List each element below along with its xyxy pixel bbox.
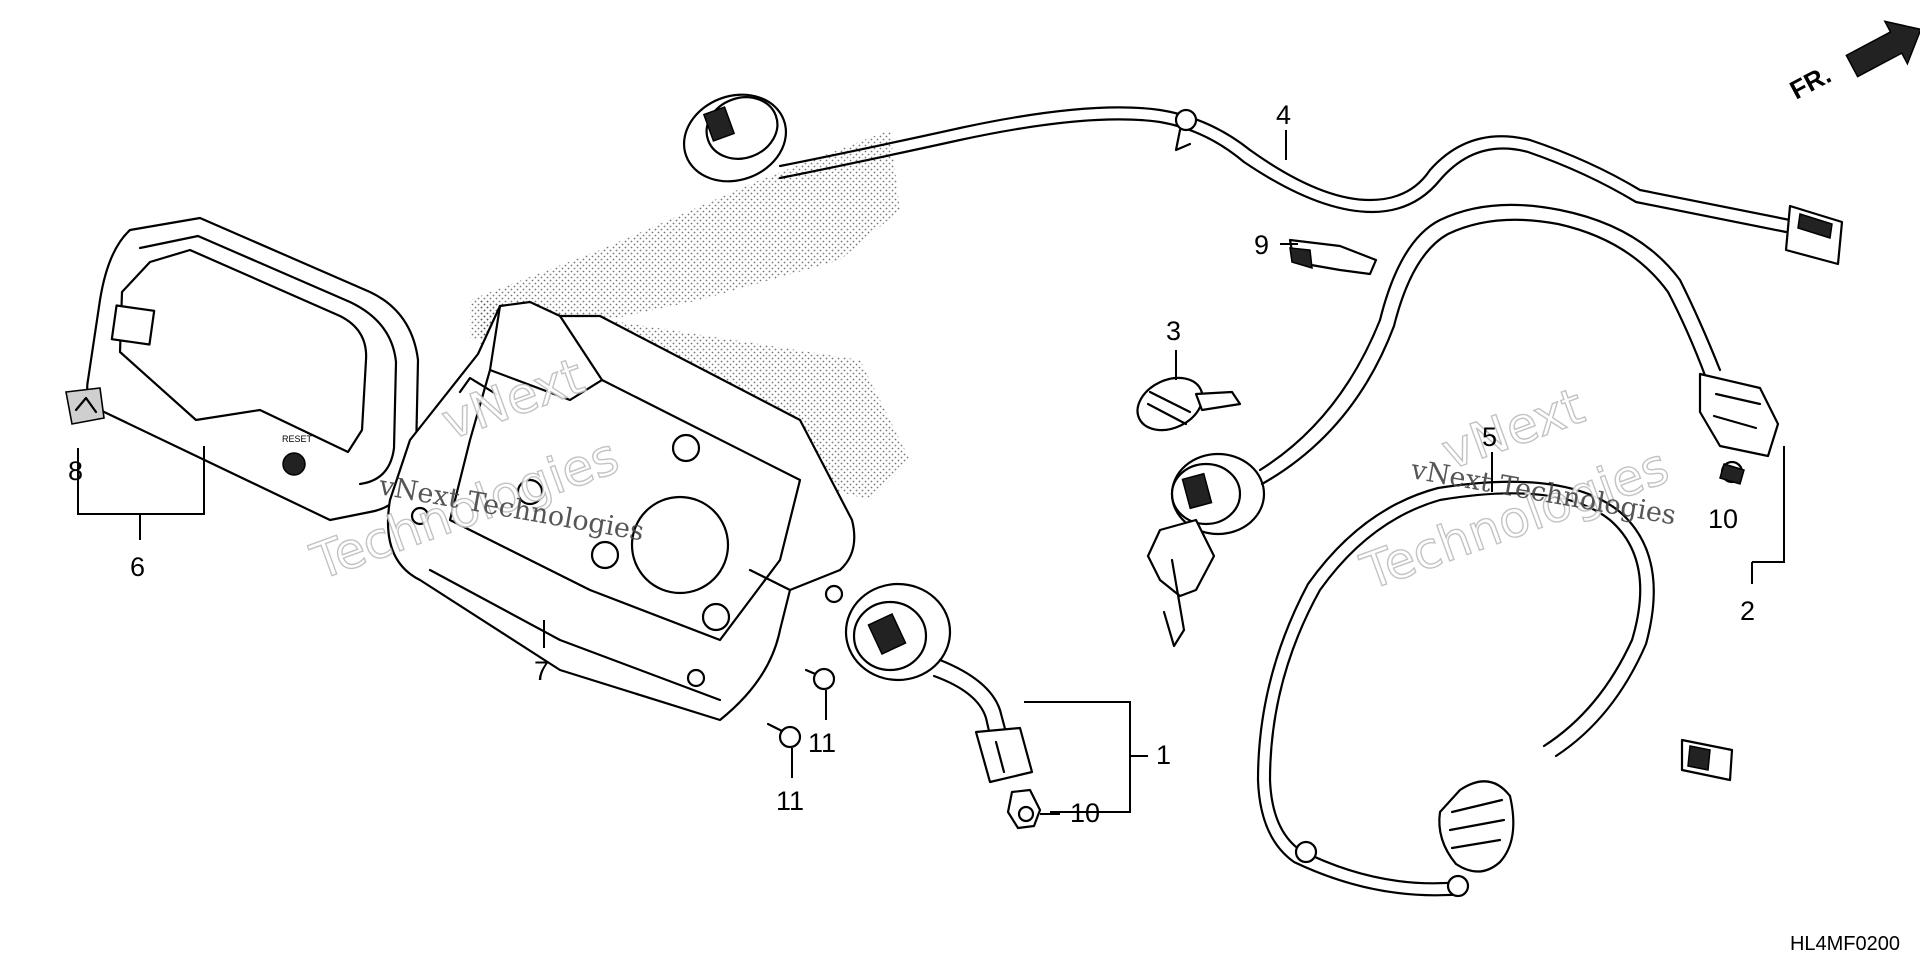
screw-upper[interactable] <box>804 667 836 691</box>
callout-10-lower: 10 <box>1070 798 1100 828</box>
callout-6: 6 <box>130 552 145 582</box>
harness-clip[interactable] <box>1288 238 1378 276</box>
callout-10-upper: 10 <box>1708 504 1738 534</box>
leader-lines <box>77 130 1785 815</box>
socket-harness-upper[interactable] <box>672 81 1844 266</box>
callout-9: 9 <box>1254 230 1269 260</box>
callout-5: 5 <box>1482 422 1497 452</box>
emblem-badge[interactable] <box>65 387 105 425</box>
callout-2: 2 <box>1740 596 1755 626</box>
front-direction-label: FR. <box>1785 59 1836 105</box>
callout-1: 1 <box>1156 740 1171 770</box>
front-direction-arrow: FR. <box>1785 20 1920 105</box>
socket-harness-lower[interactable] <box>844 582 1042 830</box>
meter-cover[interactable] <box>386 300 856 722</box>
callout-8: 8 <box>68 456 83 486</box>
watermark-right: vNext Technologies vNext Technologies <box>1353 376 1679 602</box>
ignition-key-cap[interactable] <box>1129 368 1242 440</box>
callout-labels: 1 2 3 4 5 6 7 8 9 10 10 11 11 <box>68 100 1755 828</box>
callout-3: 3 <box>1166 316 1181 346</box>
callout-7: 7 <box>534 656 549 686</box>
lower-harness[interactable] <box>1256 480 1734 898</box>
svg-text:RESET: RESET <box>282 434 313 444</box>
screw-lower[interactable] <box>766 722 802 749</box>
callout-11-lower: 11 <box>776 786 804 816</box>
ignition-switch-harness[interactable] <box>1146 203 1780 648</box>
callout-11-upper: 11 <box>808 728 836 758</box>
figure-code: HL4MF0200 <box>1790 933 1900 955</box>
meter-assembly[interactable]: RESET <box>86 216 420 522</box>
callout-4: 4 <box>1276 100 1291 130</box>
